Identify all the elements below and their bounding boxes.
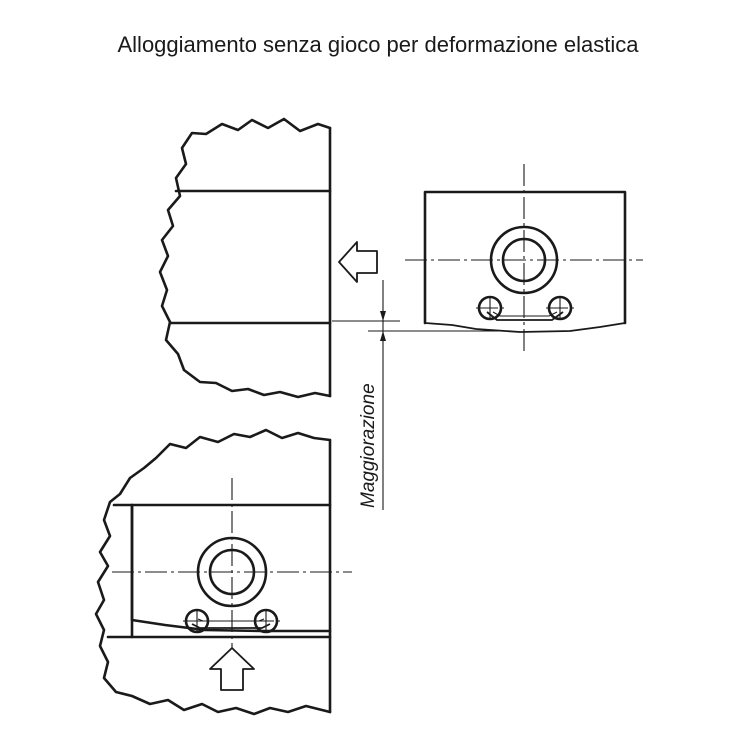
element-slot-channel-inner [492,311,558,317]
diagram-title: Alloggiamento senza gioco per deformazio… [118,32,640,57]
insertion-arrow-left-icon [338,241,378,283]
dimension-arrow-up-icon [380,331,386,341]
inserted-bore-inner [208,548,256,596]
top-housing-break-edge [158,117,332,399]
element-bore-inner [501,237,547,283]
oversize-dimension: Maggiorazione [332,280,500,510]
inserted-slot-channel [191,623,271,629]
element-bore-outer [489,225,559,295]
dimension-arrow-down-icon [380,311,386,321]
top-housing-section [158,117,332,399]
element-body-outline [423,190,627,325]
clamping-element-inserted [112,478,352,668]
inserted-bore-outer [196,536,268,608]
dimension-label: Maggiorazione [358,383,379,508]
element-deformed-bottom [424,322,626,333]
bottom-housing-break-edge [94,428,332,716]
pressure-arrow-up-icon [209,647,255,691]
element-slot-channel [486,311,564,321]
clamping-element-before [405,164,643,354]
inserted-slot-channel-inner [197,618,265,622]
inserted-body-outline [130,503,332,633]
bottom-housing-section [94,428,332,716]
